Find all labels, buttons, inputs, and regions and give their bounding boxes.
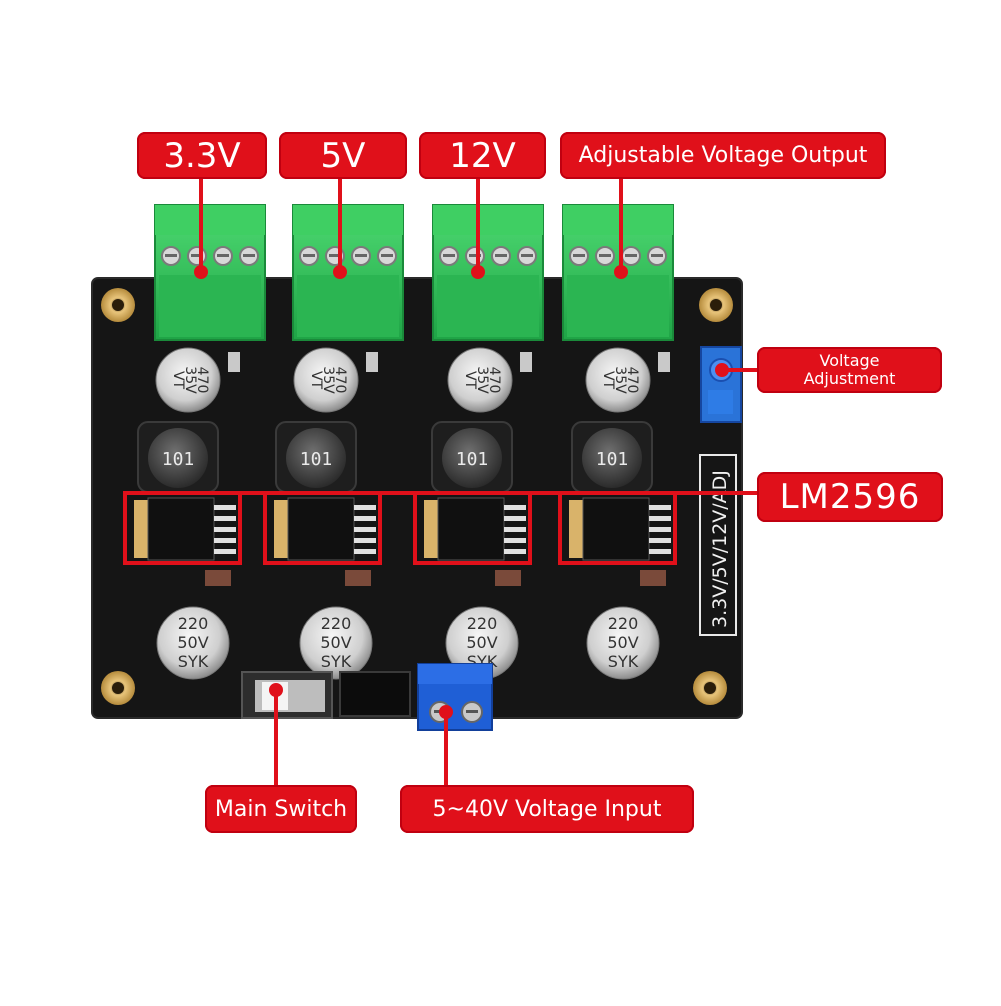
smd-part bbox=[366, 352, 378, 372]
capacitor-marking: VT bbox=[600, 371, 616, 390]
lm2596-chip bbox=[274, 497, 376, 561]
capacitor-marking: VT bbox=[462, 371, 478, 390]
label-12v: 12V bbox=[419, 132, 546, 179]
capacitor-marking: 50V bbox=[607, 633, 638, 652]
input-terminal bbox=[339, 663, 493, 731]
voltage-trimmer bbox=[700, 346, 742, 423]
smd-resistor bbox=[205, 570, 231, 586]
smd-resistor bbox=[345, 570, 371, 586]
inductor-marking: 101 bbox=[162, 449, 195, 470]
capacitor-marking: 35V bbox=[320, 366, 336, 394]
output-terminal bbox=[562, 204, 674, 341]
smd-part bbox=[228, 352, 240, 372]
capacitor-marking: 220 bbox=[608, 614, 639, 633]
label-voltage-adjustment: Voltage Adjustment bbox=[757, 347, 942, 393]
lm2596-chip bbox=[569, 497, 671, 561]
callout-lines bbox=[194, 178, 757, 785]
smd-resistor bbox=[640, 570, 666, 586]
converter-channels: 47035VVT10122050VSYK47035VVT10122050VSYK… bbox=[134, 204, 674, 680]
capacitor-marking: SYK bbox=[178, 652, 209, 671]
smd-part bbox=[658, 352, 670, 372]
capacitor-marking: VT bbox=[308, 371, 324, 390]
inductor-marking: 101 bbox=[596, 449, 629, 470]
smd-part bbox=[520, 352, 532, 372]
capacitor-marking: 35V bbox=[182, 366, 198, 394]
capacitor-marking: 35V bbox=[474, 366, 490, 394]
lm2596-chip bbox=[134, 497, 236, 561]
mounting-holes bbox=[101, 288, 733, 705]
capacitor-marking: 50V bbox=[466, 633, 497, 652]
smd-resistor bbox=[495, 570, 521, 586]
capacitor-marking: 50V bbox=[177, 633, 208, 652]
inductor-marking: 101 bbox=[456, 449, 489, 470]
inductor-marking: 101 bbox=[300, 449, 333, 470]
capacitor-marking: SYK bbox=[608, 652, 639, 671]
capacitor-marking: VT bbox=[170, 371, 186, 390]
inductor: 101 bbox=[571, 421, 653, 493]
inductor: 101 bbox=[275, 421, 357, 493]
capacitor-marking: 220 bbox=[321, 614, 352, 633]
output-terminal bbox=[154, 204, 266, 341]
label-main-switch: Main Switch bbox=[205, 785, 357, 833]
capacitor-marking: SYK bbox=[321, 652, 352, 671]
output-terminal bbox=[432, 204, 544, 341]
lm2596-chip bbox=[424, 497, 526, 561]
main-switch bbox=[241, 671, 333, 719]
inductor: 101 bbox=[137, 421, 219, 493]
capacitor-marking: 35V bbox=[612, 366, 628, 394]
capacitor-marking: 470 bbox=[624, 367, 640, 394]
capacitor-marking: 470 bbox=[486, 367, 502, 394]
side-silkscreen: 3.3V/5V/12V/ADJ bbox=[699, 454, 737, 636]
capacitor-marking: 470 bbox=[332, 367, 348, 394]
lm2596-highlight bbox=[123, 491, 758, 565]
capacitor-marking: 220 bbox=[467, 614, 498, 633]
label-5v: 5V bbox=[279, 132, 407, 179]
capacitor-marking: 220 bbox=[178, 614, 209, 633]
label-adjustable-output: Adjustable Voltage Output bbox=[560, 132, 886, 179]
label-lm2596: LM2596 bbox=[757, 472, 943, 522]
label-voltage-input: 5~40V Voltage Input bbox=[400, 785, 694, 833]
capacitor-marking: 470 bbox=[194, 367, 210, 394]
capacitor-marking: 50V bbox=[320, 633, 351, 652]
silk-side-text: 3.3V/5V/12V/ADJ bbox=[709, 470, 731, 628]
label-3v3: 3.3V bbox=[137, 132, 267, 179]
inductor: 101 bbox=[431, 421, 513, 493]
output-terminal bbox=[292, 204, 404, 341]
